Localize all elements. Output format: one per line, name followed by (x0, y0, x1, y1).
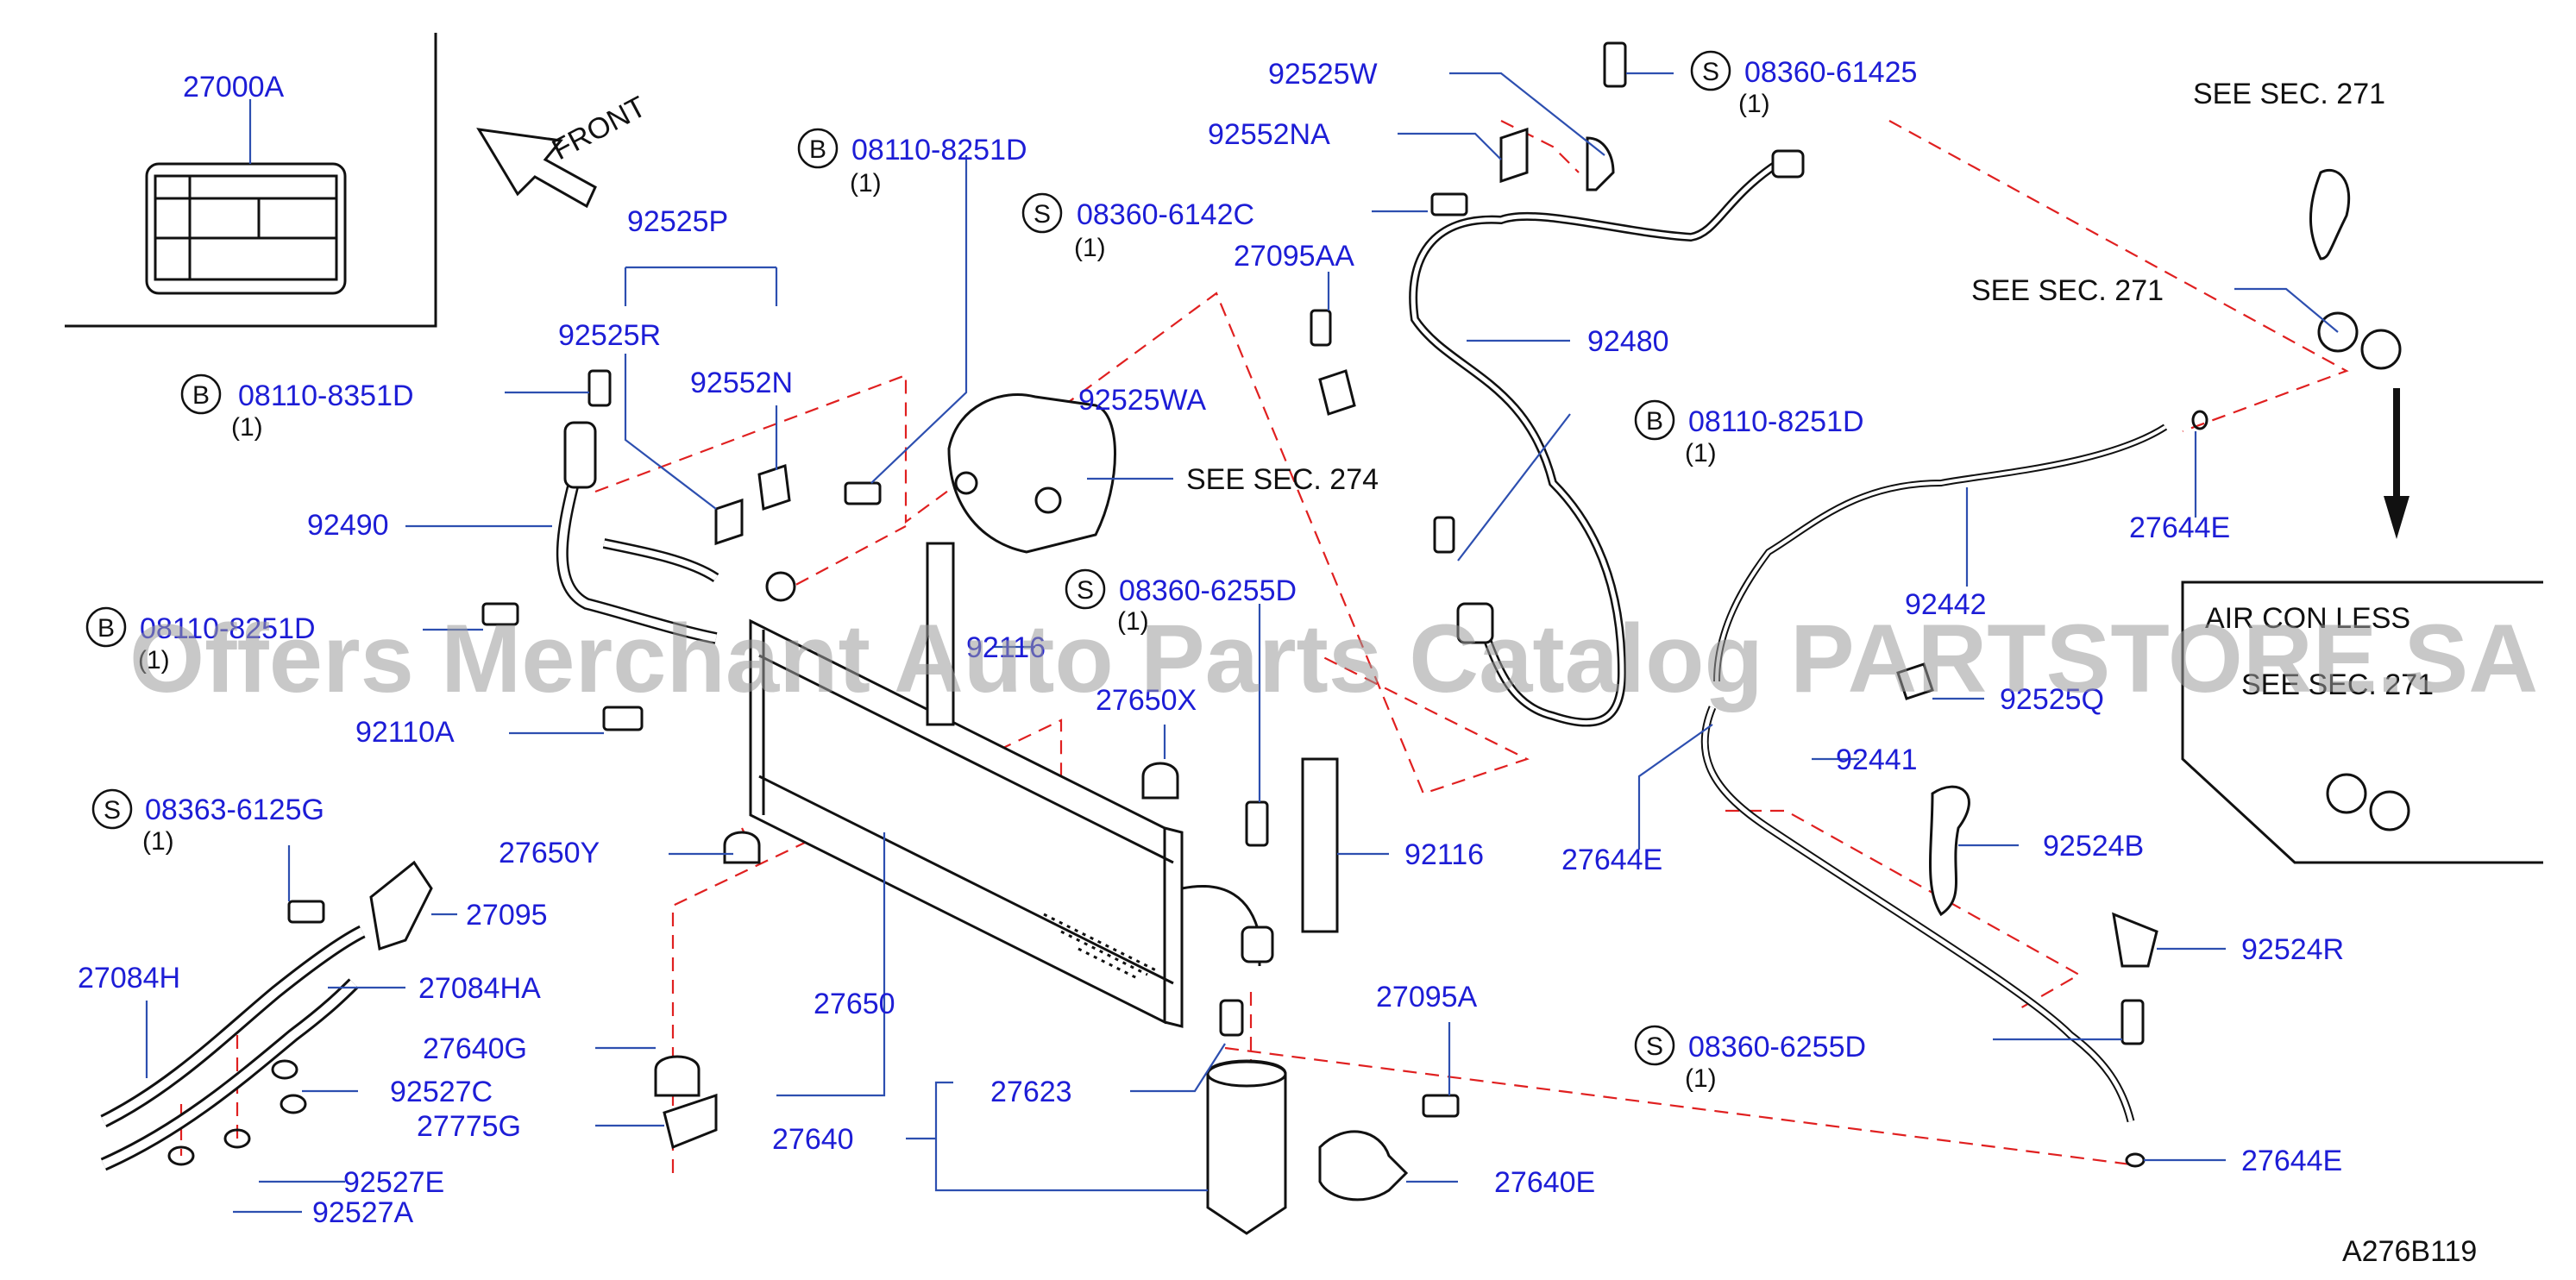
mark-b-08110-8351D: B (180, 373, 222, 415)
qty-08110-8351D: (1) (231, 413, 263, 442)
callout-92527E: 92527E (343, 1166, 444, 1199)
mark-s-08360-6255D-mid: S (1065, 568, 1106, 610)
leader-lines (145, 72, 2339, 1214)
label-inset: 27000A (65, 33, 437, 328)
callout-08110-8351D: 08110-8351D (238, 380, 414, 412)
callout-92524B: 92524B (2043, 830, 2144, 863)
callout-08360-6255D-right: 08360-6255D (1688, 1031, 1866, 1064)
callout-92525P: 92525P (627, 205, 728, 238)
pipe-92441 (1700, 706, 2135, 1123)
mark-b-08110-8251D-right: B (1634, 399, 1675, 441)
callout-27095AA: 27095AA (1234, 240, 1354, 273)
callout-92480: 92480 (1587, 325, 1669, 358)
callout-08110-8251D-right: 08110-8251D (1688, 405, 1864, 438)
callout-92490: 92490 (307, 509, 389, 542)
callout-92110A: 92110A (355, 716, 455, 749)
see-sec-271-c: SEE SEC. 271 (2241, 668, 2434, 701)
qty-08360-61425: (1) (1738, 90, 1770, 118)
callout-27084HA: 27084HA (418, 972, 541, 1005)
callout-27640E: 27640E (1494, 1166, 1595, 1199)
callout-27000A: 27000A (183, 71, 285, 104)
mark-s-08363-6125G: S (91, 788, 133, 830)
qty-08360-6255D-right: (1) (1685, 1064, 1717, 1093)
callout-92525WA: 92525WA (1078, 384, 1206, 417)
svg-text:S: S (1702, 58, 1719, 86)
diagram-code: A276B119 (2342, 1235, 2477, 1268)
front-arrow: FRONT (476, 91, 651, 209)
mark-b-08110-8251D-top: B (797, 128, 839, 169)
svg-text:B: B (97, 614, 115, 643)
callout-92116-upper: 92116 (966, 631, 1046, 664)
callout-08110-8251D-left: 08110-8251D (140, 612, 316, 645)
pipe-92480 (1409, 149, 1805, 727)
callout-27650X: 27650X (1096, 684, 1197, 717)
svg-text:S: S (1034, 200, 1051, 229)
callouts: 92525P 92525R 92552N 08110-8351D (1) 924… (78, 56, 2477, 1268)
callout-27084H: 27084H (78, 962, 180, 995)
callout-08360-6142C: 08360-6142C (1077, 198, 1254, 231)
svg-text:B: B (192, 381, 210, 410)
callout-27640: 27640 (772, 1123, 854, 1156)
callout-92525R: 92525R (558, 319, 661, 352)
callout-92524R: 92524R (2241, 933, 2344, 966)
pipe-27084H (100, 860, 718, 1171)
callout-92552NA: 92552NA (1208, 118, 1330, 151)
callout-92116: 92116 (1404, 838, 1484, 871)
svg-text:S: S (104, 796, 121, 825)
svg-text:S: S (1077, 576, 1094, 605)
callout-08360-61425: 08360-61425 (1744, 56, 1917, 89)
air-con-less-inset: AIR CON LESS SEE SEC. 271 (2181, 580, 2543, 864)
see-sec-271-a: SEE SEC. 271 (2193, 78, 2385, 110)
callout-92441: 92441 (1836, 744, 1918, 776)
callout-27644E-c: 27644E (2241, 1145, 2342, 1177)
mark-s-08360-61425: S (1690, 50, 1731, 91)
callout-92442: 92442 (1905, 588, 1987, 621)
callout-08360-6255D-mid: 08360-6255D (1119, 574, 1297, 607)
watermark-text: Offers Merchant Auto Parts Catalog PARTS… (129, 605, 2538, 712)
mark-s-08360-6142C: S (1021, 192, 1063, 234)
air-con-less-label: AIR CON LESS (2205, 602, 2410, 635)
compressor (947, 393, 1116, 554)
svg-text:S: S (1646, 1032, 1663, 1061)
mark-s-08360-6255D-right: S (1634, 1025, 1675, 1066)
qty-08363-6125G: (1) (142, 827, 174, 856)
callout-92527C: 92527C (390, 1076, 493, 1108)
callout-08110-8251D-top: 08110-8251D (851, 134, 1027, 166)
svg-text:B: B (1646, 407, 1663, 436)
hose-92490 (556, 421, 796, 644)
callout-27650: 27650 (814, 988, 895, 1020)
front-label: FRONT (547, 91, 651, 167)
qty-08110-8251D-right: (1) (1685, 439, 1717, 467)
qty-08110-8251D-top: (1) (850, 169, 882, 198)
down-arrow (2384, 388, 2410, 539)
receiver-drier (1206, 999, 1409, 1235)
callout-92552N: 92552N (690, 367, 793, 399)
callout-92525Q: 92525Q (2000, 683, 2104, 716)
callout-27650Y: 27650Y (499, 837, 600, 869)
see-sec-274: SEE SEC. 274 (1186, 463, 1379, 496)
circle-marks: B B S B S S S B (85, 50, 1731, 1066)
qty-08360-6255D-mid: (1) (1117, 607, 1149, 636)
seal-92116 (1301, 757, 1339, 933)
mark-b-08110-8251D-left: B (85, 606, 127, 648)
svg-text:B: B (809, 135, 826, 164)
callout-27095A: 27095A (1376, 981, 1478, 1013)
seal-92116-upper (926, 542, 955, 726)
condenser-27650 (749, 542, 1339, 1028)
small-parts (167, 41, 2410, 1168)
qty-08360-6142C: (1) (1074, 234, 1106, 262)
qty-08110-8251D-left: (1) (138, 646, 170, 675)
callout-08363-6125G: 08363-6125G (145, 794, 324, 826)
callout-27623: 27623 (990, 1076, 1072, 1108)
callout-92525W: 92525W (1268, 58, 1378, 91)
callout-27095: 27095 (466, 899, 548, 932)
see-sec-271-b: SEE SEC. 271 (1971, 274, 2164, 307)
callout-27644E-b: 27644E (1561, 844, 1662, 876)
callout-27644E-a: 27644E (2129, 511, 2230, 544)
callout-92527A: 92527A (312, 1196, 414, 1229)
callout-27640G: 27640G (423, 1032, 527, 1065)
pipe-92442 (1713, 424, 2168, 682)
callout-27775G: 27775G (417, 1110, 521, 1143)
